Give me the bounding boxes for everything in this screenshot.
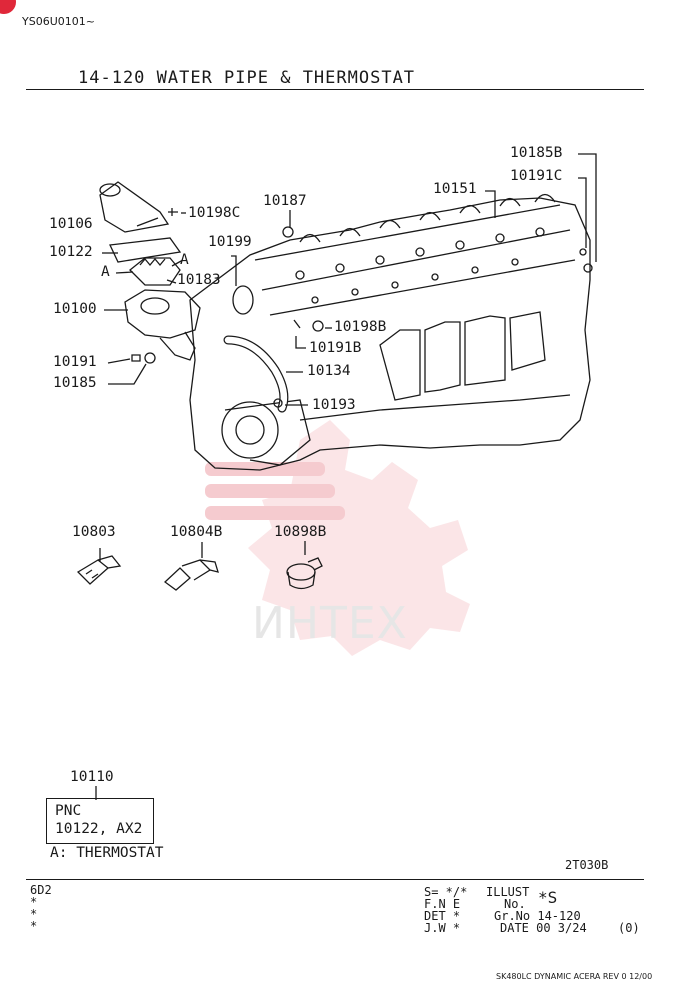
document-code: YS06U0101~ — [22, 15, 95, 28]
callout-10151: 10151 — [433, 181, 477, 197]
callout-10198b: 10198B — [334, 319, 387, 335]
footer-rev: (0) — [618, 921, 640, 935]
callout-10898b: 10898B — [274, 524, 327, 540]
footer-model-code: 6D2 — [30, 883, 52, 897]
callout-10185: 10185 — [53, 375, 97, 391]
footer-no-value: *S — [538, 888, 558, 907]
pnc-heading: PNC — [55, 803, 82, 819]
figure-code: 2T030B — [565, 858, 609, 872]
callout-10122: 10122 — [49, 244, 93, 260]
footer-model-line: SK480LC DYNAMIC ACERA REV 0 12/00 — [496, 972, 653, 981]
callout-10191b: 10191B — [309, 340, 362, 356]
footer-illust: ILLUST — [486, 885, 530, 899]
callout-a-right: A — [180, 252, 189, 268]
callout-10191: 10191 — [53, 354, 97, 370]
callout-10804b: 10804B — [170, 524, 223, 540]
callout-10100: 10100 — [53, 301, 97, 317]
callout-10110: 10110 — [70, 769, 114, 785]
callout-10187: 10187 — [263, 193, 307, 209]
watermark-gear-icon — [205, 420, 470, 656]
footer-s-label: S= */* — [424, 885, 468, 899]
section-title: 14-120 WATER PIPE & THERMOSTAT — [78, 68, 416, 88]
footer-det: DET * — [424, 909, 461, 923]
pnc-value: 10122, AX2 — [55, 821, 143, 837]
callout-10199: 10199 — [208, 234, 252, 250]
callout-10198c: 10198C — [188, 205, 241, 221]
footer-date: DATE 00 3/24 — [500, 921, 587, 935]
callout-10134: 10134 — [307, 363, 351, 379]
footer-jw: J.W * — [424, 921, 461, 935]
callout-10106: 10106 — [49, 216, 93, 232]
callout-10191c: 10191C — [510, 168, 563, 184]
footer-fne: F.N E — [424, 897, 461, 911]
watermark-text: ИНТЕХ — [252, 598, 408, 649]
callout-a-left: A — [101, 264, 110, 280]
footer-star-1: * — [30, 895, 38, 909]
callout-10193: 10193 — [312, 397, 356, 413]
pnc-box: PNC 10122, AX2 — [46, 798, 154, 844]
footer-no: No. — [504, 897, 526, 911]
note-thermostat: A: THERMOSTAT — [50, 845, 164, 861]
title-rule — [26, 89, 644, 90]
footer-star-2: * — [30, 907, 38, 921]
corner-badge — [0, 0, 16, 14]
callout-10185b: 10185B — [510, 145, 563, 161]
footer-grno: Gr.No 14-120 — [494, 909, 581, 923]
footer-rule — [26, 879, 644, 880]
callout-10183: 10183 — [177, 272, 221, 288]
footer-star-3: * — [30, 919, 38, 933]
callout-10803: 10803 — [72, 524, 116, 540]
